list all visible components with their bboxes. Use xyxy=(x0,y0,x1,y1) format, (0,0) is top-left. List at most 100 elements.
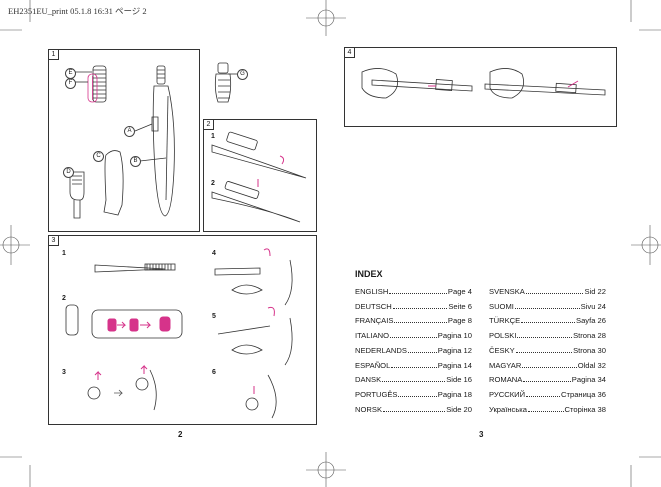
index-page: Strona 30 xyxy=(573,345,606,355)
index-entry: PORTUGÊS Pagina 18 xyxy=(355,390,472,399)
index-dot-leader xyxy=(514,302,580,309)
index-dot-leader xyxy=(382,375,446,383)
index-page: Pagina 12 xyxy=(437,345,472,355)
index-language: ROMANA xyxy=(489,375,523,385)
figure-panel-3 xyxy=(48,235,317,425)
index-entry: ENGLISH Page 4 xyxy=(355,287,472,296)
registration-mark-top xyxy=(306,0,346,36)
callout-g: G xyxy=(237,69,248,80)
index-page: Sivu 24 xyxy=(580,301,606,311)
index-entry: POLSKI Strona 28 xyxy=(489,331,606,340)
panel2-step-2: 2 xyxy=(211,180,215,187)
index-page: Pagina 14 xyxy=(437,360,472,370)
index-dot-leader xyxy=(398,390,437,397)
battery-insert-illustration xyxy=(211,144,307,179)
index-page: Strona 28 xyxy=(573,331,606,341)
index-page: Pagina 34 xyxy=(571,375,606,385)
page-number-left: 2 xyxy=(178,430,183,439)
panel3-step-6: 6 xyxy=(212,369,216,376)
index-entry: FRANÇAIS Page 8 xyxy=(355,316,472,325)
print-header: EH2351EU_print 05.1.8 16:31 ページ 2 xyxy=(8,6,147,16)
index-page: Pagina 10 xyxy=(437,331,472,341)
index-page: Страница 36 xyxy=(561,389,606,399)
index-language: ENGLISH xyxy=(355,287,389,296)
index-entry: NEDERLANDS Pagina 12 xyxy=(355,346,472,355)
panel3-step-3: 3 xyxy=(62,369,66,376)
panel2-step-1: 1 xyxy=(211,133,215,140)
index-page: Side 20 xyxy=(446,404,472,414)
index-list-left: ENGLISH Page 4 DEUTSCH Seite 6 FRANÇAIS Page … xyxy=(355,287,472,417)
index-language: ČESKY xyxy=(489,345,515,355)
index-entry: DANSK Side 16 xyxy=(355,375,472,384)
index-entry: ITALIANO Pagina 10 xyxy=(355,331,472,340)
index-dot-leader xyxy=(522,361,577,368)
index-entry: ČESKY Strona 30 xyxy=(489,346,606,355)
index-language: POLSKI xyxy=(489,331,517,341)
callout-c: C xyxy=(93,151,104,162)
index-dot-leader xyxy=(517,331,573,339)
index-page: Seite 6 xyxy=(448,301,472,311)
index-language: РУССКИЙ xyxy=(489,389,526,399)
index-language: DANSK xyxy=(355,375,382,385)
registration-mark-left xyxy=(0,225,30,265)
callout-a: A xyxy=(124,126,135,137)
registration-mark-bottom xyxy=(306,452,346,487)
index-language: ITALIANO xyxy=(355,331,390,341)
index-dot-leader xyxy=(391,361,437,368)
index-language: TÜRKÇE xyxy=(489,316,521,326)
index-language: ESPAÑOL xyxy=(355,360,391,370)
index-language: SVENSKA xyxy=(489,287,525,296)
index-page: Pagina 18 xyxy=(437,389,472,399)
index-entry: SUOMI Sivu 24 xyxy=(489,302,606,311)
index-page: Page 4 xyxy=(447,287,472,296)
index-dot-leader xyxy=(383,405,446,412)
trimmer-head-g-illustration xyxy=(214,62,232,103)
index-page: Sid 22 xyxy=(584,287,606,296)
index-dot-leader xyxy=(407,346,437,353)
index-page: Page 8 xyxy=(447,316,472,326)
index-language: MAGYAR xyxy=(489,360,522,370)
index-dot-leader xyxy=(523,375,571,383)
index-entry: ESPAÑOL Pagina 14 xyxy=(355,361,472,370)
index-language: SUOMI xyxy=(489,301,514,311)
protective-cap-illustration xyxy=(103,150,124,216)
cleaning-brush-illustration xyxy=(69,171,85,219)
index-language: NORSK xyxy=(355,404,383,414)
index-language: DEUTSCH xyxy=(355,301,392,311)
index-page: Side 16 xyxy=(446,375,472,385)
panel3-step-1: 1 xyxy=(62,250,66,257)
index-entry: ROMANA Pagina 34 xyxy=(489,375,606,384)
index-language: NEDERLANDS xyxy=(355,345,407,355)
panel3-step-5: 5 xyxy=(212,313,216,320)
comb-head-illustration xyxy=(87,65,107,103)
panel-number-4: 4 xyxy=(344,47,355,58)
index-list-right: SVENSKA Sid 22 SUOMI Sivu 24 TÜRKÇE Sayfa 26 P… xyxy=(489,287,606,417)
index-dot-leader xyxy=(521,316,576,324)
panel-number-1: 1 xyxy=(48,49,59,60)
panel-number-3: 3 xyxy=(48,235,59,246)
page-number-right: 3 xyxy=(479,430,484,439)
index-page: Sayfa 26 xyxy=(576,316,606,326)
index-dot-leader xyxy=(515,346,573,353)
index-dot-leader xyxy=(526,390,561,397)
cap-removal-illustration xyxy=(371,79,473,92)
trimmer-body-illustration xyxy=(151,65,175,217)
index-language: PORTUGÊS xyxy=(355,389,398,399)
callout-b: B xyxy=(130,156,141,167)
index-page: Сторінка 38 xyxy=(564,404,606,414)
index-dot-leader xyxy=(394,316,447,324)
index-dot-leader xyxy=(525,287,584,294)
registration-mark-right xyxy=(631,225,661,265)
panel3-step-4: 4 xyxy=(212,250,216,257)
panel-number-2: 2 xyxy=(203,119,214,130)
index-entry: РУССКИЙ Страница 36 xyxy=(489,390,606,399)
index-title: INDEX xyxy=(355,269,383,279)
index-language: FRANÇAIS xyxy=(355,316,394,326)
index-entry: DEUTSCH Seite 6 xyxy=(355,302,472,311)
panel3-step-2: 2 xyxy=(62,295,66,302)
index-entry: TÜRKÇE Sayfa 26 xyxy=(489,316,606,325)
